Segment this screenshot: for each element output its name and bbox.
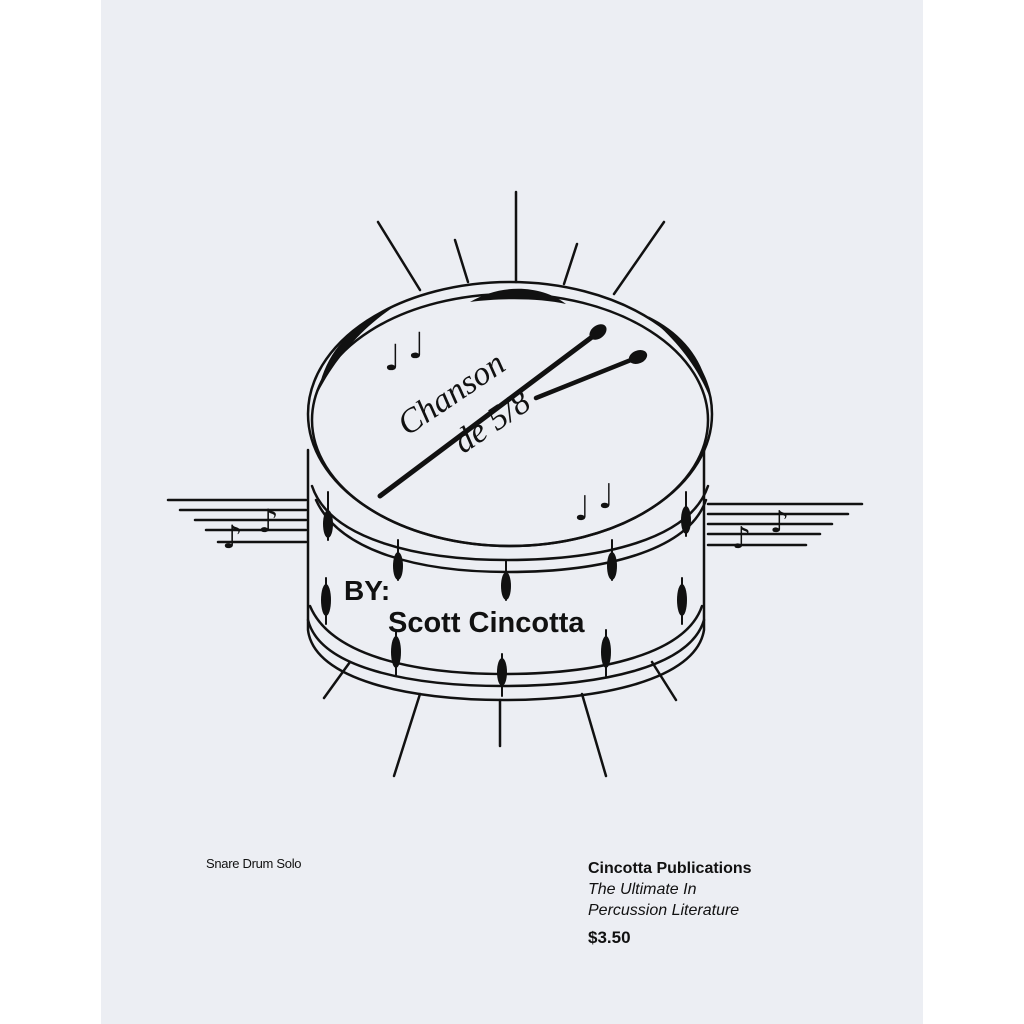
svg-text:♩: ♩ bbox=[408, 326, 425, 367]
right-staff-lines-icon bbox=[706, 502, 864, 547]
svg-text:♩: ♩ bbox=[384, 338, 401, 379]
left-staff-lines-icon bbox=[166, 498, 308, 544]
by-label: BY: bbox=[344, 575, 390, 606]
radiating-lines-bottom-icon bbox=[322, 660, 678, 778]
drumsticks-icon bbox=[377, 324, 648, 499]
price-label: $3.50 bbox=[588, 928, 631, 947]
radiating-lines-top-icon bbox=[376, 190, 666, 296]
svg-text:♩: ♩ bbox=[574, 489, 590, 529]
svg-text:♩: ♩ bbox=[598, 477, 614, 517]
instrument-genre: Snare Drum Solo bbox=[206, 856, 302, 871]
cover-sheet bbox=[101, 0, 923, 1024]
tagline-line-2: Percussion Literature bbox=[588, 902, 740, 919]
lug-shading-icon bbox=[321, 506, 691, 686]
publisher-name: Cincotta Publications bbox=[588, 860, 752, 877]
tagline-line-1: The Ultimate In bbox=[588, 881, 697, 898]
svg-text:♪: ♪ bbox=[732, 521, 751, 556]
svg-text:♪: ♪ bbox=[222, 518, 242, 556]
composer-name: Scott Cincotta bbox=[388, 607, 585, 639]
music-notes-icon: ♩ ♩ ♩ ♩ ♪ ♪ ♪ ♪ bbox=[222, 326, 789, 556]
rim-shading-icon bbox=[318, 288, 710, 398]
svg-text:♪: ♪ bbox=[770, 505, 789, 540]
svg-text:♪: ♪ bbox=[258, 502, 278, 540]
